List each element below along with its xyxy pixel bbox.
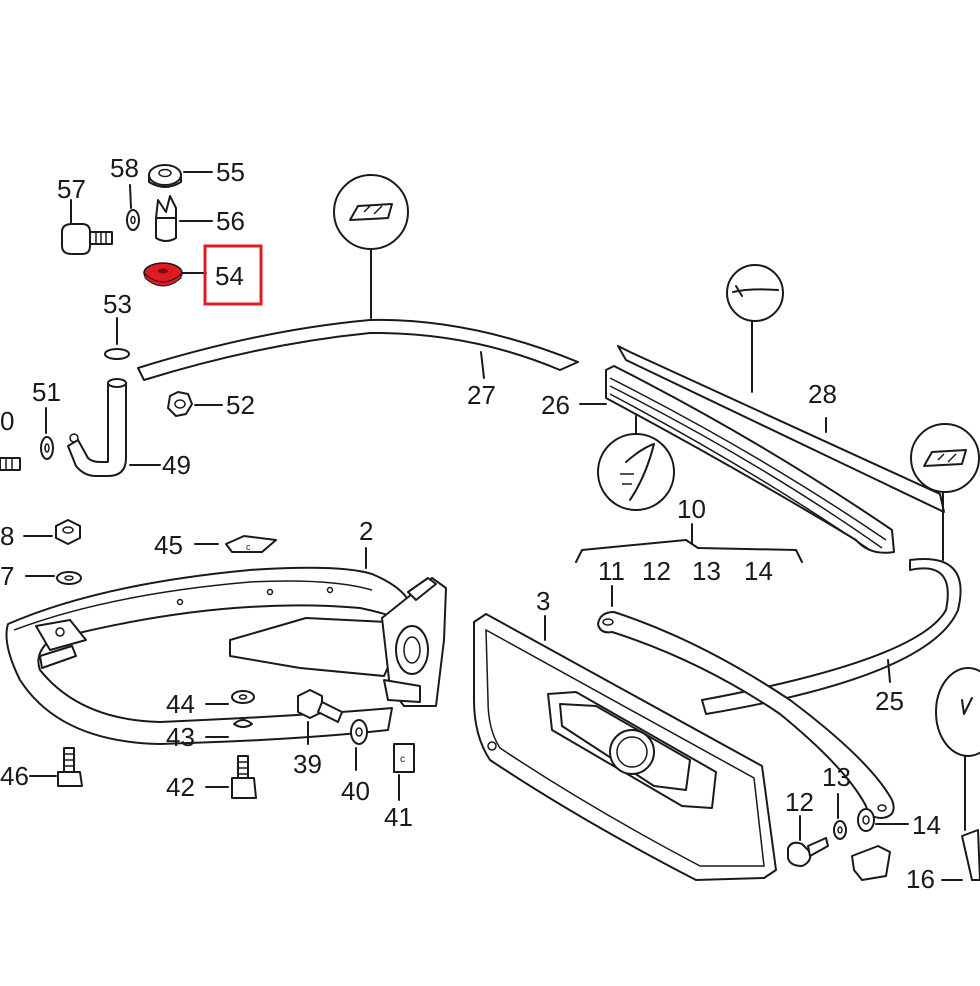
part-44-washer: [231, 690, 255, 704]
part-11-arm: [597, 611, 895, 819]
part-39-bolt: [297, 689, 343, 723]
detail-circle-lower-right: [935, 667, 980, 757]
part-42-bolt: [231, 755, 257, 799]
part-13-washer: [833, 820, 847, 840]
callout-12: 12: [642, 556, 671, 586]
part-45-clip: c: [225, 535, 277, 553]
part-12-screw: [787, 837, 829, 867]
part-41-clip: c: [393, 743, 415, 773]
part-46-bolt: [57, 747, 83, 787]
callout-13-lower: 13: [822, 762, 851, 792]
part-2-bumper: [5, 566, 409, 745]
part-15-clip: [851, 845, 891, 881]
part-40-washer: [350, 719, 368, 745]
callout-27: 27: [467, 380, 496, 410]
callout-50: 0: [0, 406, 14, 436]
callout-39: 39: [293, 749, 322, 779]
callout-49: 49: [162, 450, 191, 480]
callout-28: 28: [808, 379, 837, 409]
part-25-molding: [701, 558, 962, 715]
callout-16: 16: [906, 864, 935, 894]
callout-11: 11: [598, 556, 625, 586]
callout-2: 2: [359, 516, 373, 546]
part-54-washer-highlighted: [143, 262, 183, 287]
bracket-10: [575, 523, 803, 563]
part-49-pin: [67, 378, 127, 477]
callout-41: 41: [384, 802, 413, 832]
callout-26: 26: [541, 390, 570, 420]
callout-40: 40: [341, 776, 370, 806]
part-56-clip: [155, 195, 177, 242]
detail-circle-28: [726, 264, 784, 322]
callout-56: 56: [216, 206, 245, 236]
part-55-nut: [148, 164, 182, 188]
callout-25: 25: [875, 686, 904, 716]
callout-labels: 57 58 55 56 54 53 51 52 0 49 8 7 27 26 2…: [0, 153, 941, 894]
callout-48: 8: [0, 521, 14, 551]
callout-52: 52: [226, 390, 255, 420]
detail-circle-26: [597, 433, 675, 511]
callout-51: 51: [32, 377, 61, 407]
part-3-panel: [473, 613, 777, 881]
detail-circle-27: [333, 174, 409, 250]
part-26-seal: [605, 365, 895, 554]
callout-55: 55: [216, 157, 245, 187]
part-57-screw: [61, 223, 113, 255]
callout-44: 44: [166, 689, 195, 719]
part-50-bolt-partial: [0, 457, 21, 471]
detail-circle-upper-right: [910, 423, 980, 493]
part-52-nut: [167, 391, 193, 417]
callout-10: 10: [677, 494, 706, 524]
callout-53: 53: [103, 289, 132, 319]
callout-13: 13: [692, 556, 721, 586]
callout-14-lower: 14: [912, 810, 941, 840]
callout-14: 14: [744, 556, 773, 586]
callout-47: 7: [0, 561, 14, 591]
part-51-washer: [40, 436, 54, 460]
highlight-box: [203, 244, 263, 306]
callout-12-lower: 12: [785, 787, 814, 817]
callout-43: 43: [166, 722, 195, 752]
part-16-partial: [961, 829, 980, 881]
callout-42: 42: [166, 772, 195, 802]
part-43-lockwasher: [233, 719, 253, 728]
part-27-molding: [137, 318, 579, 381]
part-47-washer: [56, 571, 82, 585]
callout-54: 54: [215, 261, 244, 291]
callout-46: 46: [0, 761, 29, 791]
svg-text:c: c: [246, 542, 251, 552]
part-58-washer: [126, 209, 140, 231]
part-14-washer: [857, 808, 875, 832]
svg-text:c: c: [400, 754, 405, 765]
part-53-ring: [104, 348, 130, 360]
part-48-nut: [55, 519, 81, 545]
part-2-bracket: [229, 577, 447, 707]
callout-45: 45: [154, 530, 183, 560]
callout-3: 3: [536, 586, 550, 616]
callout-57: 57: [57, 174, 86, 204]
callout-58: 58: [110, 153, 139, 183]
